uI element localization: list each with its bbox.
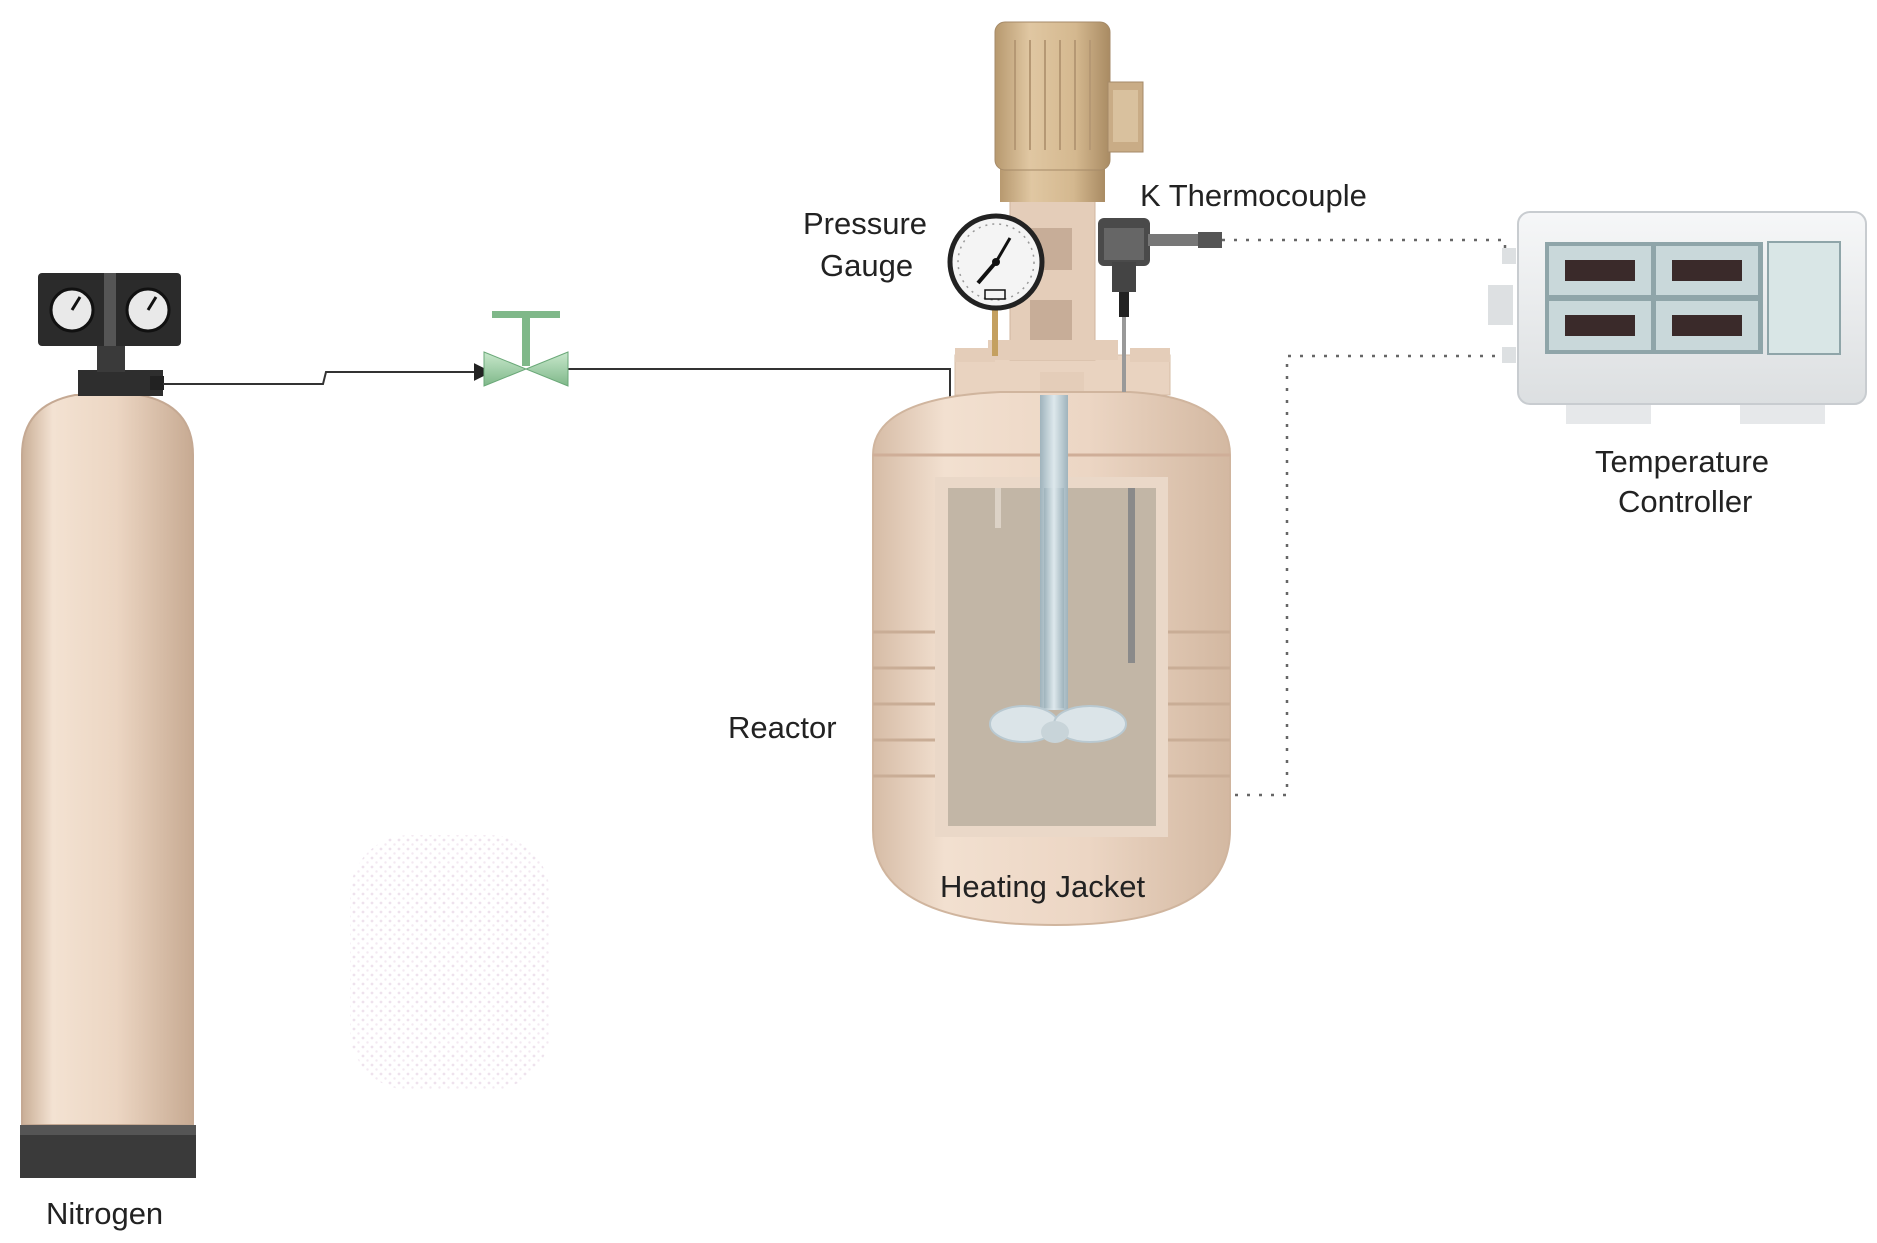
display-4 (1672, 315, 1742, 336)
thermocouple-probe-icon (1098, 218, 1222, 392)
label-pressure-gauge-line2: Gauge (820, 248, 913, 283)
nitrogen-cylinder (20, 340, 196, 1178)
display-2 (1672, 260, 1742, 281)
display-1 (1565, 260, 1635, 281)
controller-side-panel (1767, 241, 1841, 355)
label-pressure-gauge-line1: Pressure (803, 206, 927, 241)
display-3 (1565, 315, 1635, 336)
temperature-controller (1488, 211, 1867, 424)
label-temperature-controller-line2: Controller (1618, 484, 1752, 519)
label-temperature-controller-line1: Temperature (1595, 444, 1769, 479)
label-reactor: Reactor (728, 710, 837, 745)
label-heating-jacket: Heating Jacket (940, 869, 1145, 904)
nitrogen-gas-line (163, 363, 959, 597)
label-thermocouple: K Thermocouple (1140, 178, 1367, 213)
manual-valve-icon (483, 311, 569, 387)
dial-gauge-icon (947, 213, 1045, 356)
faint-texture (350, 835, 550, 1090)
dual-gauge-regulator-icon (38, 273, 181, 346)
label-nitrogen: Nitrogen (46, 1196, 163, 1231)
signal-lines (1222, 238, 1507, 797)
impeller-icon (989, 395, 1127, 743)
